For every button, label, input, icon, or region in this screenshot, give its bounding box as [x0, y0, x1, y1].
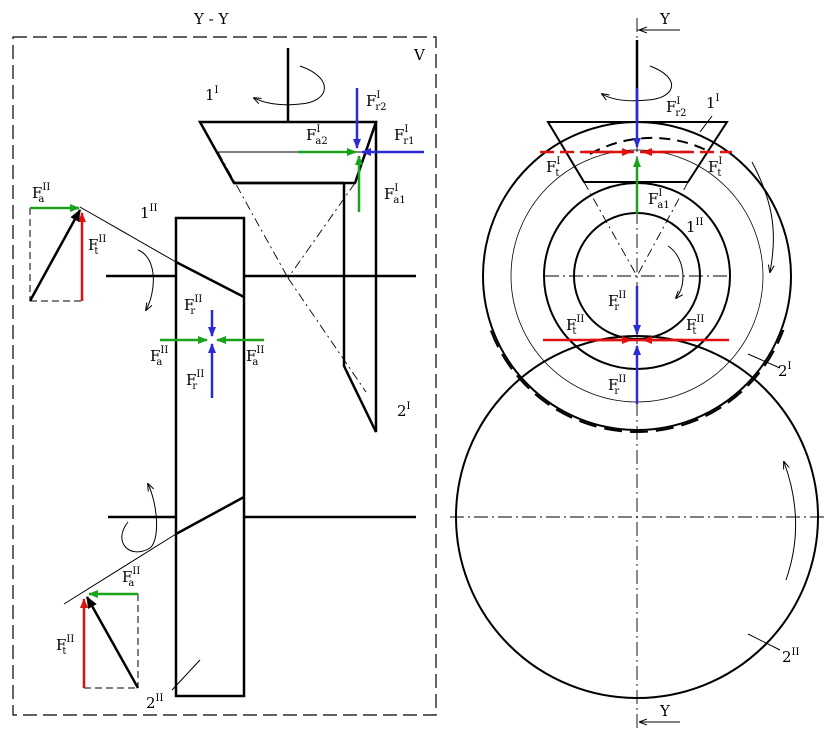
force-triangle-lower: [80, 590, 140, 689]
rotation-arrow-output: [121, 484, 158, 553]
leader-2I-front: [747, 353, 781, 369]
section-frame: [12, 36, 437, 716]
force-resultant-upper: [28, 209, 82, 302]
front-view: Y Y: [450, 10, 825, 730]
helix-line-lower: [175, 495, 245, 536]
leader-1II: [79, 206, 177, 263]
rotation-arrow-gear-2II: [784, 462, 796, 581]
label-gear-1I-front: 1I: [706, 93, 720, 112]
label-gear-2I-left: 2I: [397, 401, 411, 420]
label-gear-1II-left: 1II: [140, 203, 157, 222]
rotation-arrow-input: [254, 65, 325, 106]
section-view: Y - Y V: [12, 10, 437, 716]
section-title: Y - Y: [193, 10, 230, 28]
label-gear-1II-front: 1II: [686, 217, 703, 236]
force-resultant-lower: [85, 596, 140, 689]
gear-hidden-circle: [489, 330, 785, 433]
label-gear-2II-front: 2II: [782, 647, 799, 666]
cone-line: [636, 181, 689, 277]
label-gear-1I: 1I: [205, 85, 219, 104]
section-mark-top-label: Y: [659, 10, 671, 28]
leader-1I-front: [699, 115, 713, 133]
leader-lower-helix: [63, 533, 177, 605]
rotation-arrow-front-input: [602, 65, 672, 102]
gear-2II-front: [455, 335, 819, 699]
rotation-arrow-gear-2I: [751, 161, 773, 272]
leader-2II-front: [747, 633, 781, 651]
view-label: V: [413, 46, 426, 64]
label-gear-2I-front: 2I: [778, 361, 792, 380]
force-triangle-upper: [28, 204, 86, 302]
rotation-arrow-intermediate: [137, 249, 154, 310]
section-mark-bottom-label: Y: [659, 702, 671, 720]
cone-line: [287, 277, 367, 393]
helix-line-upper: [175, 260, 245, 299]
cone-line: [217, 151, 289, 279]
cone-line: [583, 181, 638, 277]
leader-2II: [171, 659, 201, 691]
rotation-arrow-gear-1II: [667, 245, 684, 298]
label-gear-2II-left: 2II: [146, 693, 163, 712]
helical-gear-1II: [174, 216, 246, 698]
bevel-pitch-arc: [589, 136, 707, 155]
